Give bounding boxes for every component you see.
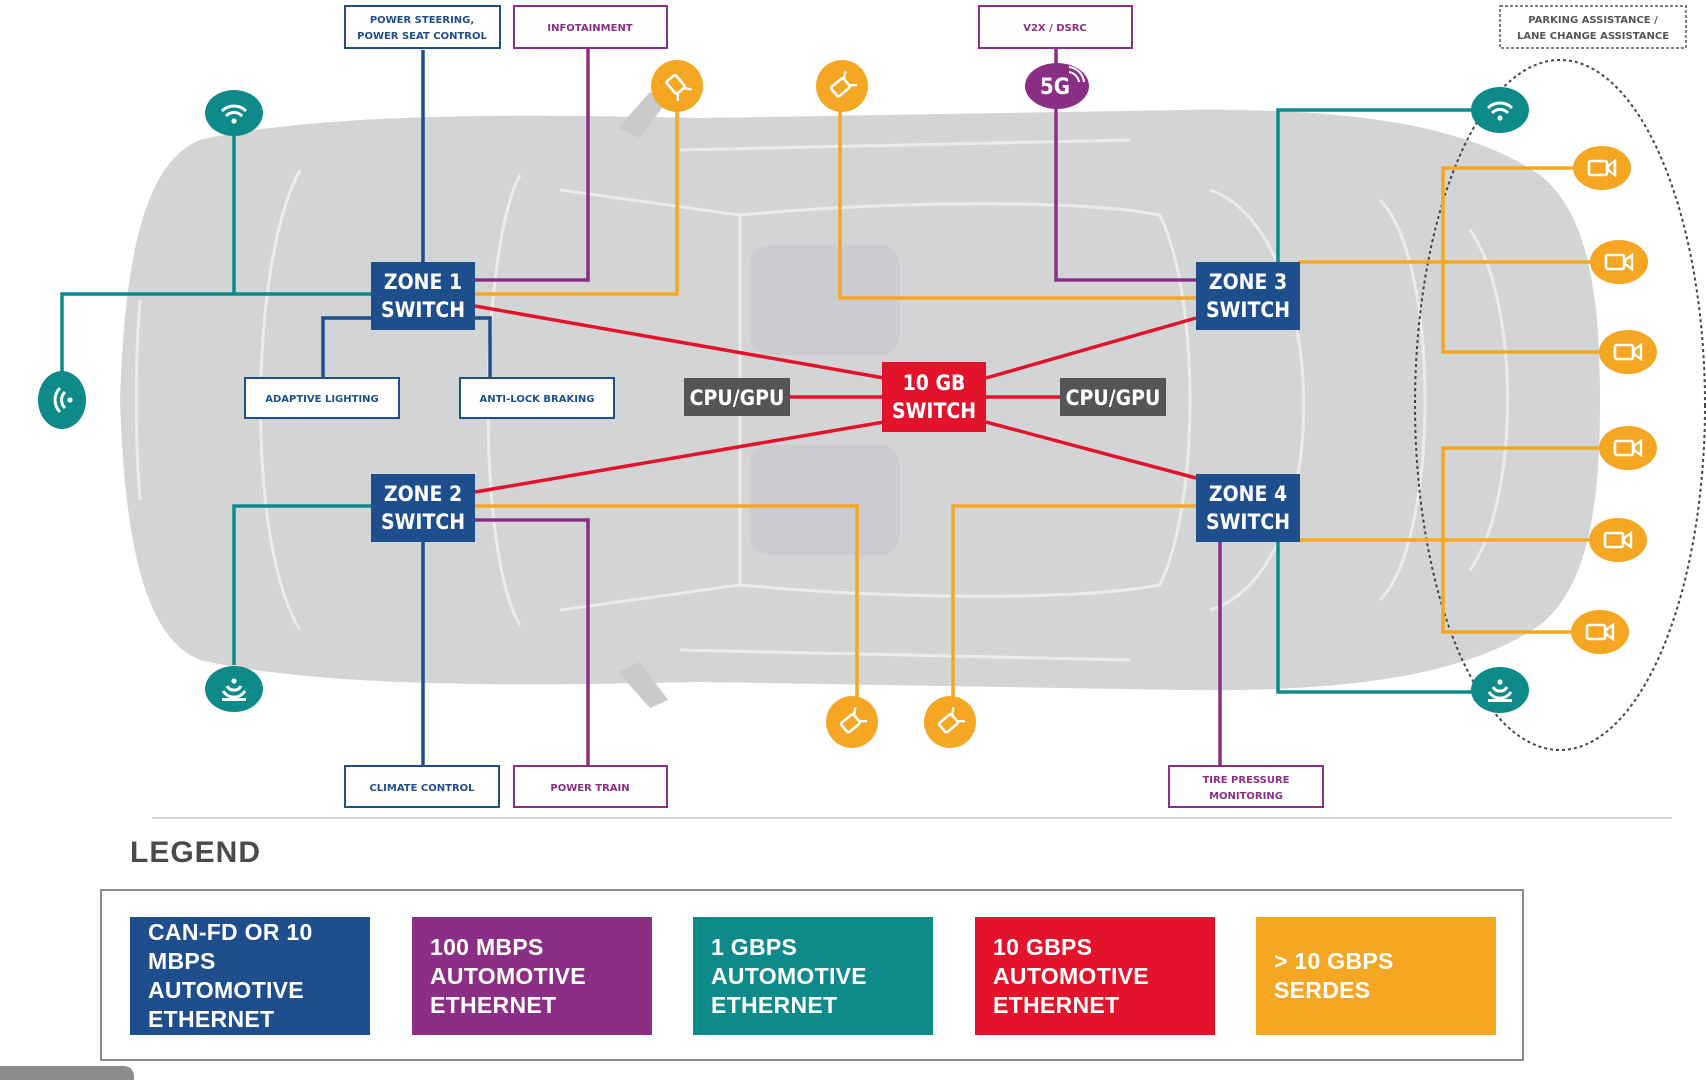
5g-badge: 5G bbox=[1025, 63, 1089, 109]
parking-zone-ellipse bbox=[1414, 59, 1706, 751]
svg-text:CPU/GPU: CPU/GPU bbox=[1066, 386, 1161, 410]
radar-icon bbox=[38, 371, 86, 429]
svg-text:5G: 5G bbox=[1040, 75, 1070, 100]
camera-icon bbox=[1573, 146, 1631, 190]
svg-text:SWITCH: SWITCH bbox=[381, 510, 465, 534]
svg-text:CLIMATE CONTROL: CLIMATE CONTROL bbox=[369, 783, 475, 794]
callout-tire-pressure: TIRE PRESSURE MONITORING bbox=[1168, 765, 1324, 808]
svg-text:POWER TRAIN: POWER TRAIN bbox=[550, 783, 629, 794]
legend-title: LEGEND bbox=[130, 836, 262, 869]
line-zone3-wifi bbox=[1276, 108, 1478, 262]
line-rear-cam-trunk-bottom bbox=[1441, 446, 1610, 634]
callout-power-steering: POWER STEERING, POWER SEAT CONTROL bbox=[344, 5, 501, 49]
callout-anti-lock: ANTI-LOCK BRAKING bbox=[459, 377, 615, 419]
callout-v2x: V2X / DSRC bbox=[978, 5, 1133, 49]
svg-text:TIRE PRESSURE: TIRE PRESSURE bbox=[1202, 775, 1289, 786]
line-zone1-wifi bbox=[60, 292, 371, 378]
window-tab bbox=[0, 1066, 134, 1080]
svg-text:ZONE 1: ZONE 1 bbox=[384, 270, 462, 294]
camera-icon bbox=[1589, 518, 1647, 562]
callout-climate: CLIMATE CONTROL bbox=[344, 765, 500, 808]
svg-text:SWITCH: SWITCH bbox=[892, 399, 976, 423]
zone3-switch: ZONE 3 SWITCH bbox=[1196, 262, 1300, 330]
svg-text:ADAPTIVE LIGHTING: ADAPTIVE LIGHTING bbox=[265, 394, 379, 405]
svg-text:SWITCH: SWITCH bbox=[381, 298, 465, 322]
car-body-outline bbox=[120, 109, 1600, 691]
callout-adaptive-lighting: ADAPTIVE LIGHTING bbox=[244, 377, 400, 419]
svg-text:MONITORING: MONITORING bbox=[1209, 791, 1283, 802]
callout-power-train: POWER TRAIN bbox=[513, 765, 668, 808]
svg-text:CPU/GPU: CPU/GPU bbox=[690, 386, 785, 410]
svg-text:SWITCH: SWITCH bbox=[1206, 510, 1290, 534]
line-power-train bbox=[475, 518, 590, 766]
legend-serdes: > 10 GBPS SERDES bbox=[1256, 917, 1496, 1035]
sensor-icon bbox=[816, 60, 868, 112]
right-mirror bbox=[618, 662, 668, 708]
line-rear-cam-trunk-top bbox=[1441, 166, 1620, 354]
antenna-icon bbox=[1471, 667, 1529, 713]
callout-parking: PARKING ASSISTANCE / LANE CHANGE ASSISTA… bbox=[1499, 5, 1687, 49]
connections bbox=[60, 48, 1620, 768]
line-v2x bbox=[1054, 48, 1196, 282]
antenna-icon bbox=[205, 666, 263, 712]
svg-text:LANE CHANGE ASSISTANCE: LANE CHANGE ASSISTANCE bbox=[1517, 31, 1669, 42]
callout-boxes: POWER STEERING, POWER SEAT CONTROL INFOT… bbox=[244, 5, 1687, 808]
cpu-gpu-right: CPU/GPU bbox=[1060, 378, 1166, 416]
zone1-switch: ZONE 1 SWITCH bbox=[371, 262, 475, 330]
legend-100mbps: 100 MBPS AUTOMOTIVE ETHERNET bbox=[412, 917, 652, 1035]
wifi-icon bbox=[205, 90, 263, 136]
svg-text:V2X / DSRC: V2X / DSRC bbox=[1023, 23, 1087, 34]
svg-text:PARKING ASSISTANCE /: PARKING ASSISTANCE / bbox=[1528, 15, 1658, 26]
svg-text:ZONE 2: ZONE 2 bbox=[384, 482, 462, 506]
zone-switches: ZONE 1 SWITCH ZONE 2 SWITCH ZONE 3 SWITC… bbox=[371, 262, 1300, 542]
line-central-zone1 bbox=[474, 304, 885, 380]
svg-text:POWER STEERING,: POWER STEERING, bbox=[370, 15, 474, 26]
svg-text:ZONE 4: ZONE 4 bbox=[1209, 482, 1287, 506]
legend-1gbps: 1 GBPS AUTOMOTIVE ETHERNET bbox=[693, 917, 933, 1035]
svg-text:10 GB: 10 GB bbox=[903, 371, 966, 395]
line-infotainment bbox=[475, 48, 590, 282]
wifi-icon bbox=[1471, 87, 1529, 133]
line-zone4-camera bbox=[951, 504, 1196, 700]
svg-text:POWER SEAT CONTROL: POWER SEAT CONTROL bbox=[357, 31, 487, 42]
svg-text:SWITCH: SWITCH bbox=[1206, 298, 1290, 322]
zone2-switch: ZONE 2 SWITCH bbox=[371, 474, 475, 542]
line-zone2-camera bbox=[475, 504, 859, 700]
car-silhouette bbox=[120, 92, 1600, 708]
sensor-icon bbox=[924, 696, 976, 748]
sensor-icon bbox=[651, 60, 703, 112]
cpu-gpu-left: CPU/GPU bbox=[684, 378, 790, 416]
zone4-switch: ZONE 4 SWITCH bbox=[1196, 474, 1300, 542]
svg-text:INFOTAINMENT: INFOTAINMENT bbox=[547, 23, 632, 34]
svg-text:ANTI-LOCK BRAKING: ANTI-LOCK BRAKING bbox=[480, 394, 595, 405]
legend-can-fd: CAN-FD OR 10 MBPS AUTOMOTIVE ETHERNET bbox=[130, 917, 370, 1035]
camera-icon bbox=[1599, 426, 1657, 470]
line-zone1-camera bbox=[475, 100, 679, 296]
callout-infotainment: INFOTAINMENT bbox=[513, 5, 668, 49]
camera-icon bbox=[1590, 240, 1648, 284]
line-central-zone4 bbox=[985, 420, 1197, 480]
central-10gb-switch: 10 GB SWITCH bbox=[882, 362, 986, 432]
legend-10gbps: 10 GBPS AUTOMOTIVE ETHERNET bbox=[975, 917, 1215, 1035]
camera-icon bbox=[1599, 330, 1657, 374]
left-mirror bbox=[618, 92, 668, 138]
line-central-zone3 bbox=[985, 316, 1197, 380]
line-central-zone2 bbox=[474, 420, 885, 494]
line-zone3-camera bbox=[838, 100, 1196, 300]
sensor-icon bbox=[826, 696, 878, 748]
camera-icon bbox=[1571, 610, 1629, 654]
line-zone4-antenna bbox=[1276, 542, 1478, 694]
svg-text:ZONE 3: ZONE 3 bbox=[1209, 270, 1287, 294]
line-zone2-antenna bbox=[232, 504, 371, 665]
